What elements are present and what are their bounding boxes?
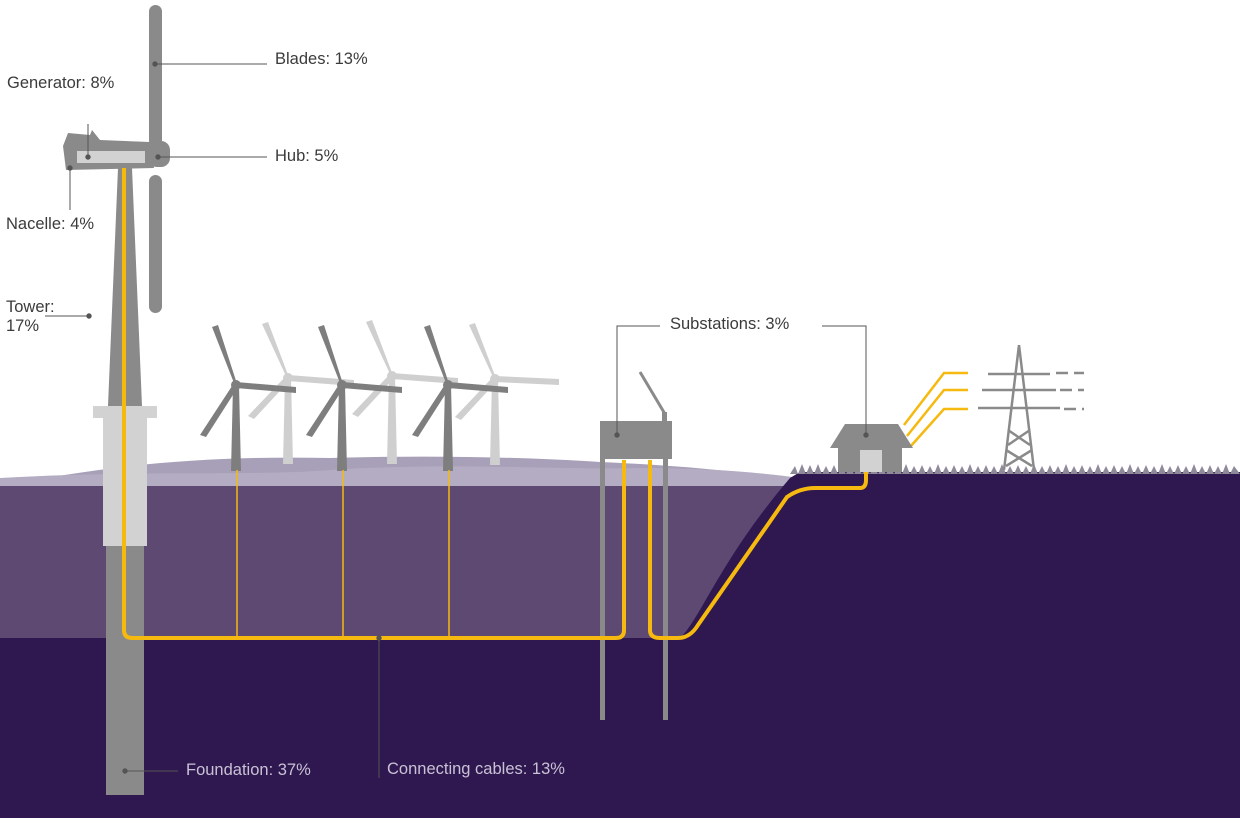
wind-turbine-icon <box>455 323 559 465</box>
bottom-strip <box>0 818 1240 823</box>
seabed <box>0 472 1240 823</box>
substations-label: Substations: 3% <box>670 315 790 333</box>
wind-turbine-icon <box>200 325 296 471</box>
foundation-label: Foundation: 37% <box>186 761 311 779</box>
hub-label: Hub: 5% <box>275 147 339 165</box>
generator-label: Generator: 8% <box>7 74 115 92</box>
connecting-cables-label: Connecting cables: 13% <box>387 760 565 778</box>
connecting-cables <box>122 168 968 640</box>
blades-label: Blades: 13% <box>275 50 368 68</box>
onshore-substation-icon <box>830 424 913 472</box>
transmission-pylon-icon <box>978 344 1084 471</box>
blade-top <box>149 5 162 147</box>
offshore-substation-icon <box>600 371 672 720</box>
grass <box>790 464 1240 474</box>
nacelle-label: Nacelle: 4% <box>6 215 95 233</box>
wind-turbine-icon <box>352 320 458 464</box>
hub <box>148 141 170 167</box>
wind-turbine-icon <box>306 325 402 471</box>
tower-label: Tower: 17% <box>6 298 66 336</box>
blade-bottom <box>149 175 162 313</box>
tower-label-name: Tower: <box>6 298 55 316</box>
nacelle <box>63 130 154 170</box>
foreground-turbines <box>200 325 508 471</box>
wind-turbine-icon <box>412 325 508 471</box>
tower-label-value: 17% <box>6 317 40 335</box>
leader-lines <box>45 61 869 778</box>
generator <box>77 151 145 163</box>
